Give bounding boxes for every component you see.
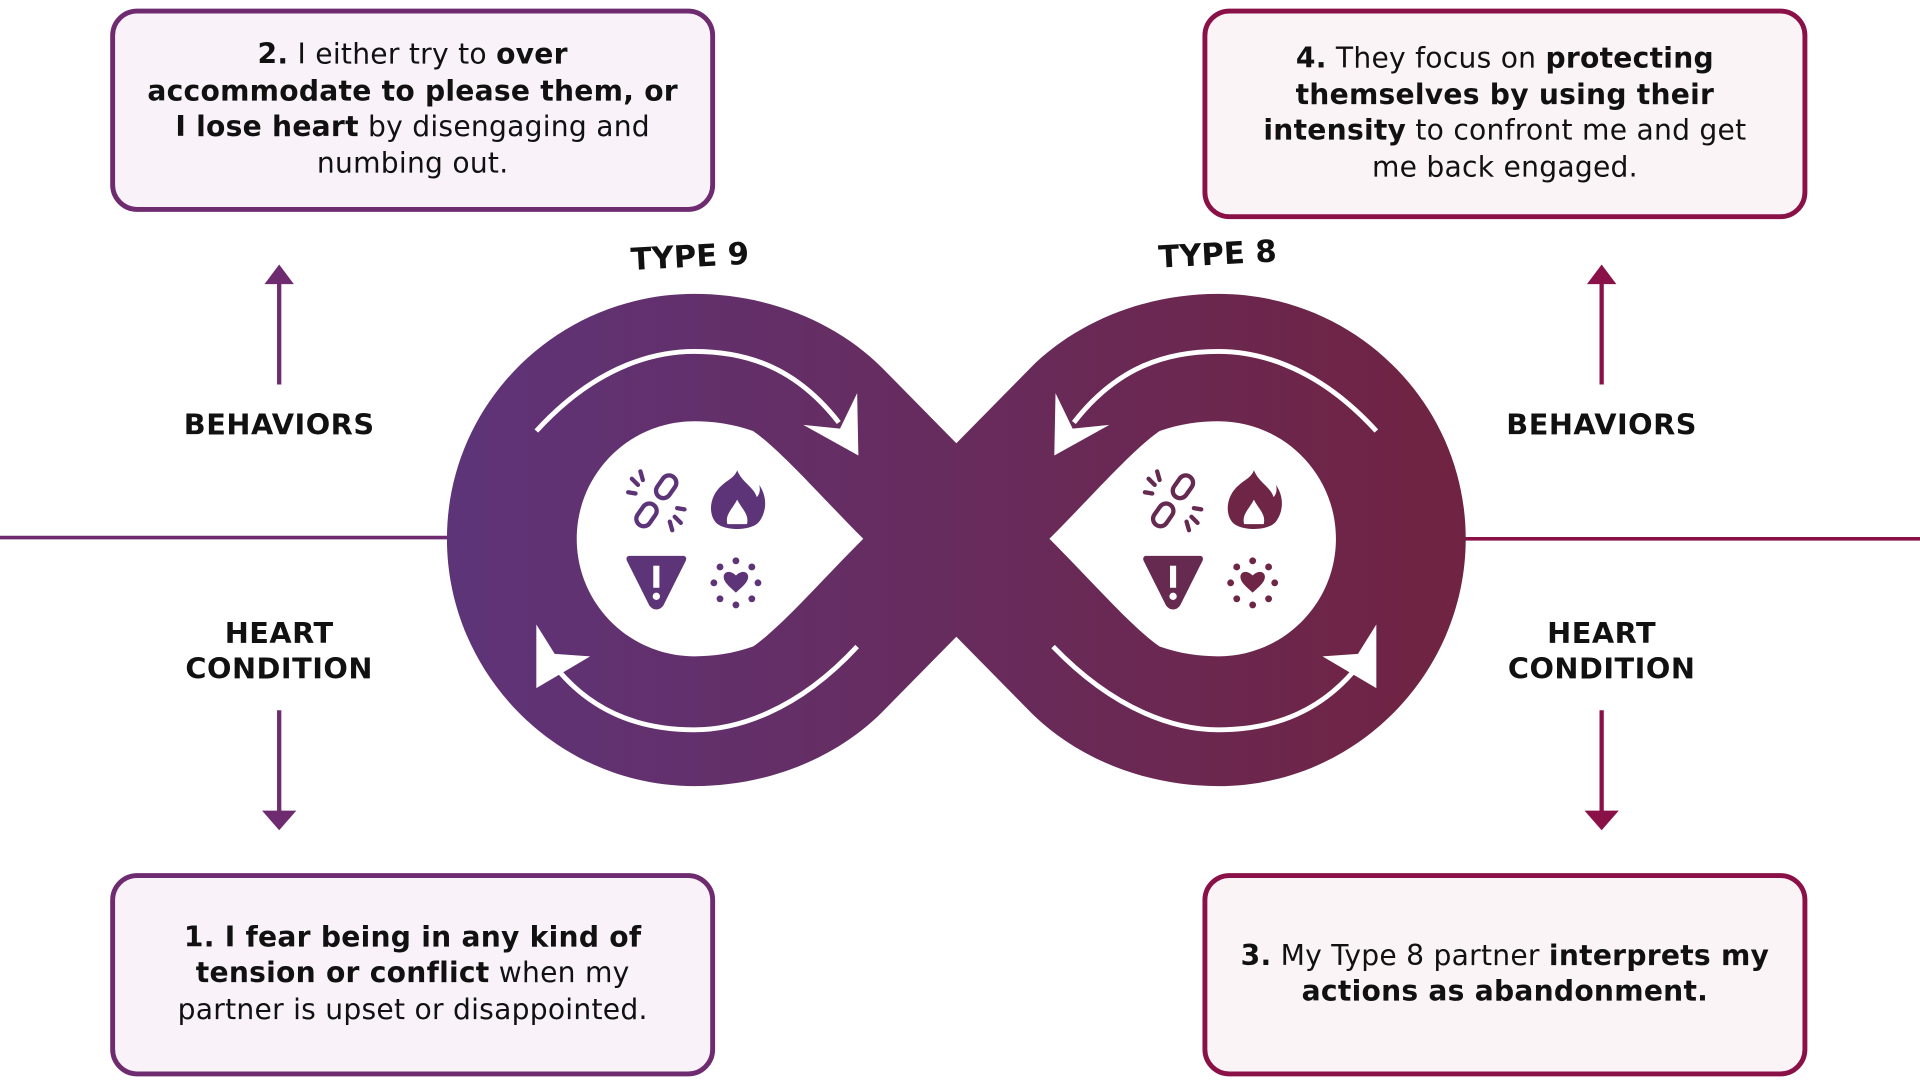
left-up-arrow: [264, 264, 294, 385]
flame-icon: [710, 470, 766, 529]
right-heart-condition-label: HEART CONDITION: [1479, 616, 1724, 687]
step-3-text-a: My Type 8 partner: [1271, 939, 1549, 972]
broken-link-icon: [626, 469, 687, 533]
step-4-text-a: They focus on: [1326, 42, 1546, 75]
step-2-box: 2. I either try to over accommodate to p…: [110, 8, 716, 212]
type-9-label: TYPE 9: [630, 237, 750, 278]
step-3-text: 3. My Type 8 partner interprets my actio…: [1239, 939, 1770, 1011]
step-1-bold: I fear being in any kind of tension or c…: [195, 921, 642, 990]
right-behaviors-label: BEHAVIORS: [1506, 407, 1698, 443]
left-behaviors-label: BEHAVIORS: [183, 407, 375, 443]
step-1-text-a: when my partner is upset or disappointed…: [177, 957, 648, 1026]
step-2-text-a: I either try to: [288, 39, 497, 72]
step-4-bold: protecting themselves by using their int…: [1263, 42, 1715, 147]
right-heart-line1: HEART: [1547, 615, 1657, 651]
left-heart-line2: CONDITION: [185, 651, 373, 686]
step-1-number: 1.: [183, 921, 215, 954]
step-2-text-b: by disengaging and numbing out.: [316, 111, 650, 180]
right-bottom-arrow: [1051, 624, 1377, 733]
left-top-arrow: [534, 348, 859, 456]
right-heart-line2: CONDITION: [1507, 651, 1696, 686]
warning-shield-icon: [626, 555, 687, 610]
right-down-arrow: [1584, 710, 1619, 831]
step-4-text-b: to confront me and get me back engaged.: [1371, 115, 1747, 184]
burst-heart-icon: [710, 557, 762, 609]
left-heart-condition-label: HEART CONDITION: [157, 616, 402, 687]
step-4-text: 4. They focus on protecting themselves b…: [1239, 42, 1770, 186]
step-1-box: 1. I fear being in any kind of tension o…: [110, 873, 716, 1077]
step-2-number: 2.: [257, 39, 289, 72]
infinity-loop: [446, 293, 1466, 787]
step-3-bold: interprets my actions as abandonment.: [1301, 939, 1770, 1008]
right-top-arrow: [1054, 348, 1379, 456]
right-up-arrow: [1586, 264, 1617, 385]
flame-icon: [1227, 470, 1282, 529]
broken-link-icon: [1142, 469, 1204, 533]
step-3-box: 3. My Type 8 partner interprets my actio…: [1202, 873, 1808, 1077]
burst-heart-icon: [1227, 557, 1279, 609]
step-2-text: 2. I either try to over accommodate to p…: [147, 38, 678, 182]
type-8-label: TYPE 8: [1158, 234, 1278, 275]
warning-shield-icon: [1143, 555, 1203, 610]
left-down-arrow: [262, 710, 297, 831]
step-2-bold: over accommodate to please them, or I lo…: [147, 39, 678, 144]
step-3-number: 3.: [1240, 939, 1272, 972]
step-1-text: 1. I fear being in any kind of tension o…: [147, 921, 678, 1029]
left-heart-line1: HEART: [224, 615, 334, 651]
step-4-box: 4. They focus on protecting themselves b…: [1202, 8, 1808, 220]
step-4-number: 4.: [1295, 42, 1327, 75]
left-bottom-arrow: [536, 624, 859, 733]
